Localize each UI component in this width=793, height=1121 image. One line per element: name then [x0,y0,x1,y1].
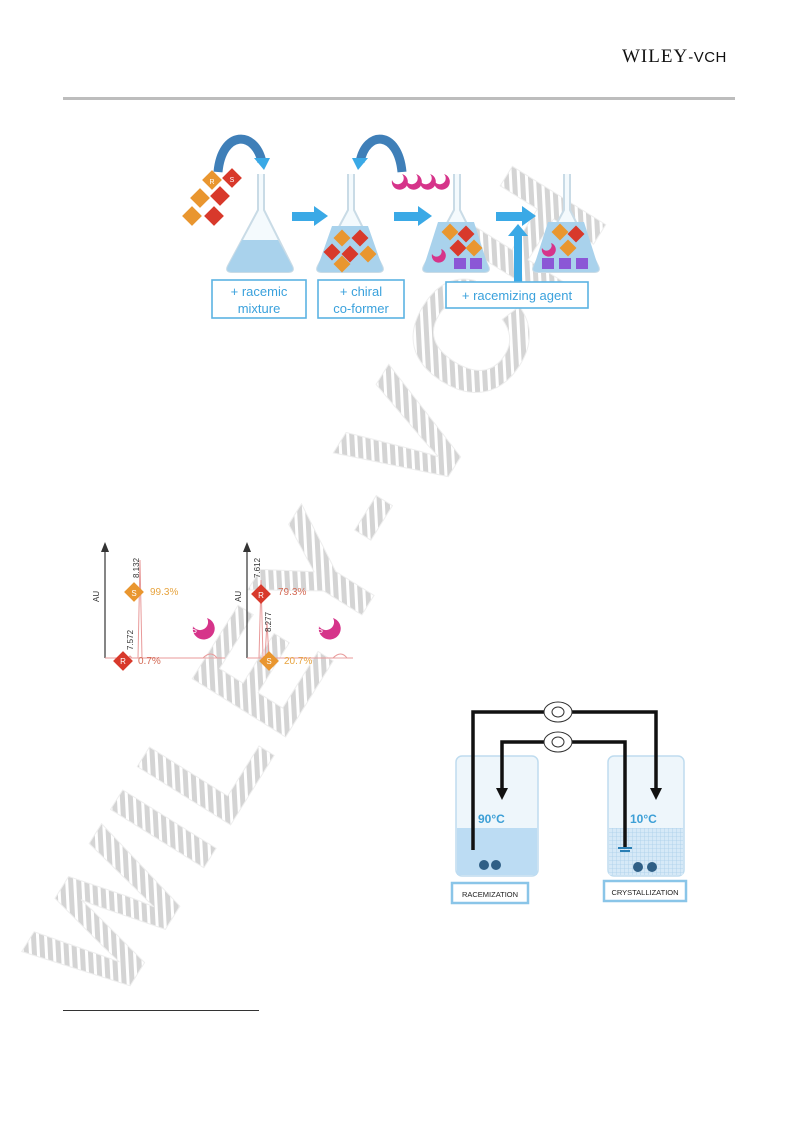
process-arrows [292,206,536,290]
chrom2-coformer-label: S [317,625,323,635]
racemization-label: RACEMIZATION [462,890,518,899]
racemization-label-box [450,881,530,905]
chrom2-peak-top-pct: 79.3% [278,587,306,598]
chromatogram-2: AU 7.612 8.277 R 79.3% S 20.7% S [234,542,353,671]
filter-icon [618,847,632,852]
publisher-logo: WILEY-VCH [622,46,727,68]
chrom1-s-marker: S [131,589,136,598]
chrom2-peak-top: 7.612 [253,557,262,578]
reactor-setup: 90°C 10°C RACEMIZATION CRYSTALLIZATION [450,701,688,905]
racemizing-agent-box [445,281,589,309]
chromatogram-1: AU 8.132 7.572 S 99.3% R 0.7% S [92,542,225,671]
chromatograms: AU 8.132 7.572 S 99.3% R 0.7% S AU 7.612… [92,542,353,671]
footnote-rule [63,1010,259,1011]
crystallization-temperature: 10°C [630,812,657,826]
racemic-box-line1: + racemic [231,284,288,299]
header-rule [63,97,735,100]
publisher-main: WILEY [622,46,689,67]
chrom2-peak-minor: 8.277 [264,611,273,632]
chrom1-r-marker: R [120,657,126,666]
mol-label-r: R [209,179,214,186]
crystallization-scheme: R S [182,134,600,319]
coformer-box [317,279,405,319]
flask-2 [316,174,384,273]
chrom2-s-marker: S [266,657,271,666]
chrom2-peak-minor-pct: 20.7% [284,656,312,667]
curved-arrow-1-head [254,158,270,170]
chrom1-axis-label: AU [92,591,101,602]
flask-3 [422,174,490,273]
racemic-box [211,279,307,319]
coformer-box-line2: co-former [333,301,389,316]
chrom1-peak-top: 8.132 [132,557,141,578]
chrom1-peak-top-pct: 99.3% [150,587,178,598]
coformer-molecules [391,174,450,190]
racemizing-agent-label: + racemizing agent [462,288,573,303]
chrom1-peak-minor-pct: 0.7% [138,656,161,667]
curved-arrow-2-head [352,158,368,170]
chrom2-coformer-icon [318,618,341,640]
racemic-molecules: R S [182,168,242,226]
chrom2-r-marker: R [258,591,264,600]
flask-1 [226,174,294,273]
racemic-box-line2: mixture [238,301,281,316]
chrom2-axis-label: AU [234,591,243,602]
chrom1-peak-minor: 7.572 [126,629,135,650]
racemization-temperature: 90°C [478,812,505,826]
pump-icon-1 [543,701,573,723]
chrom1-coformer-label: S [191,625,197,635]
flask-4 [532,174,600,273]
publisher-suffix: -VCH [688,49,727,66]
pump-icon-2 [543,731,573,753]
curved-arrow-2 [355,134,407,173]
chrom1-coformer-icon [192,618,215,640]
curved-arrow-1 [213,134,267,173]
coformer-box-line1: + chiral [340,284,382,299]
crystallization-label-box [602,879,688,903]
crystallization-label: CRYSTALLIZATION [611,888,678,897]
mol-label-s: S [230,177,235,184]
